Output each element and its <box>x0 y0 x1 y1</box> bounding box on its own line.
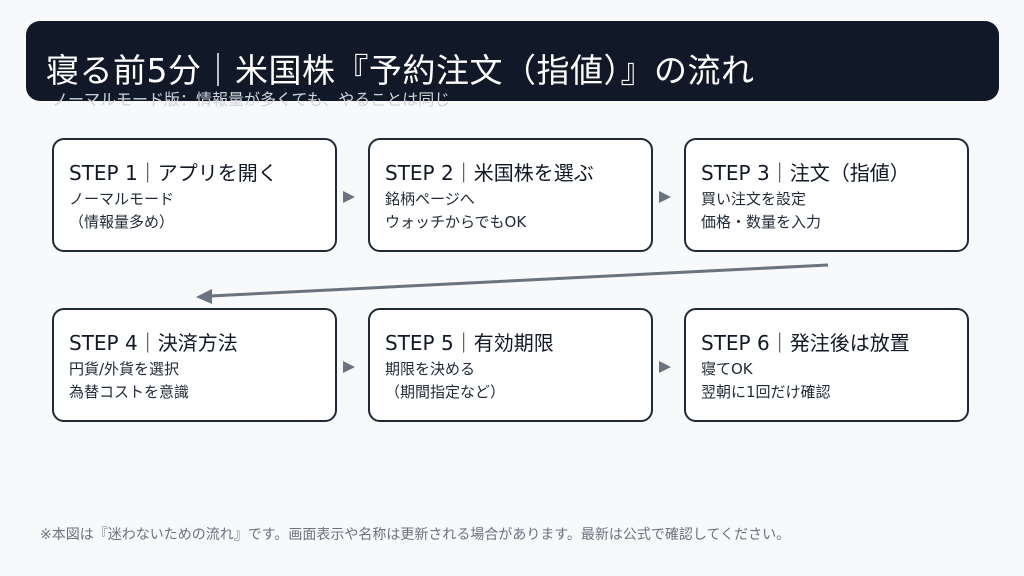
step-title: STEP 6｜発注後は放置 <box>701 331 910 355</box>
step-title: STEP 4｜決済方法 <box>69 331 238 355</box>
step-detail: 寝てOK <box>701 360 753 378</box>
step-detail: 期限を決める <box>385 360 476 378</box>
page-subtitle: ノーマルモード版：情報量が多くても、やることは同じ <box>52 90 451 109</box>
step-detail: 翌朝に1回だけ確認 <box>701 383 831 401</box>
arrow-right-icon <box>659 361 671 373</box>
arrow-left-icon <box>196 289 212 304</box>
step-title: STEP 1｜アプリを開く <box>69 161 278 185</box>
connector-line <box>209 263 829 298</box>
arrow-right-icon <box>343 361 355 373</box>
step-detail: 価格・数量を入力 <box>701 213 822 231</box>
step-title: STEP 3｜注文（指値） <box>701 161 910 185</box>
footnote: ※本図は『迷わないための流れ』です。画面表示や名称は更新される場合があります。最… <box>40 527 791 543</box>
title-banner <box>26 21 999 101</box>
step-detail: 買い注文を設定 <box>701 190 807 208</box>
arrow-right-icon <box>343 191 355 203</box>
step-1-card: STEP 1｜アプリを開く ノーマルモード （情報量多め） <box>52 138 337 252</box>
step-6-card: STEP 6｜発注後は放置 寝てOK 翌朝に1回だけ確認 <box>684 308 969 422</box>
step-detail: 銘柄ページへ <box>385 190 475 208</box>
step-detail: ウォッチからでもOK <box>385 213 527 231</box>
arrow-right-icon <box>659 191 671 203</box>
step-detail: 円貨/外貨を選択 <box>69 360 180 378</box>
step-detail: （期間指定など） <box>385 383 506 401</box>
step-2-card: STEP 2｜米国株を選ぶ 銘柄ページへ ウォッチからでもOK <box>368 138 653 252</box>
step-title: STEP 5｜有効期限 <box>385 331 554 355</box>
step-detail: ノーマルモード <box>69 190 175 208</box>
step-detail: （情報量多め） <box>69 213 175 231</box>
step-4-card: STEP 4｜決済方法 円貨/外貨を選択 為替コストを意識 <box>52 308 337 422</box>
page-title: 寝る前5分｜米国株『予約注文（指値）』の流れ <box>46 51 755 90</box>
step-3-card: STEP 3｜注文（指値） 買い注文を設定 価格・数量を入力 <box>684 138 969 252</box>
step-title: STEP 2｜米国株を選ぶ <box>385 161 594 185</box>
step-detail: 為替コストを意識 <box>69 383 190 401</box>
step-5-card: STEP 5｜有効期限 期限を決める （期間指定など） <box>368 308 653 422</box>
